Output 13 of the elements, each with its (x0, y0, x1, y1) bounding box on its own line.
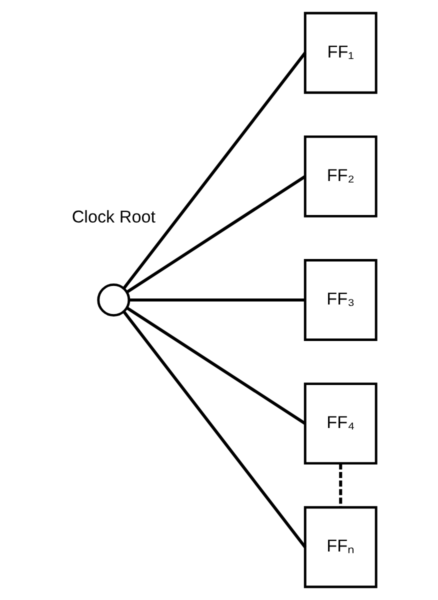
node-box: FF₄ (303, 382, 377, 465)
connector (126, 175, 306, 294)
node-box: FF₂ (303, 135, 377, 218)
connector (122, 52, 306, 290)
connector (126, 306, 306, 425)
node-box: FFₙ (303, 506, 377, 588)
node-circle (96, 283, 130, 317)
node-box: FF₁ (303, 12, 377, 94)
node-box: FF₃ (303, 259, 377, 341)
connector (128, 298, 305, 302)
connector (338, 463, 342, 508)
connector (122, 310, 306, 548)
node-label: Clock Root (71, 208, 156, 227)
